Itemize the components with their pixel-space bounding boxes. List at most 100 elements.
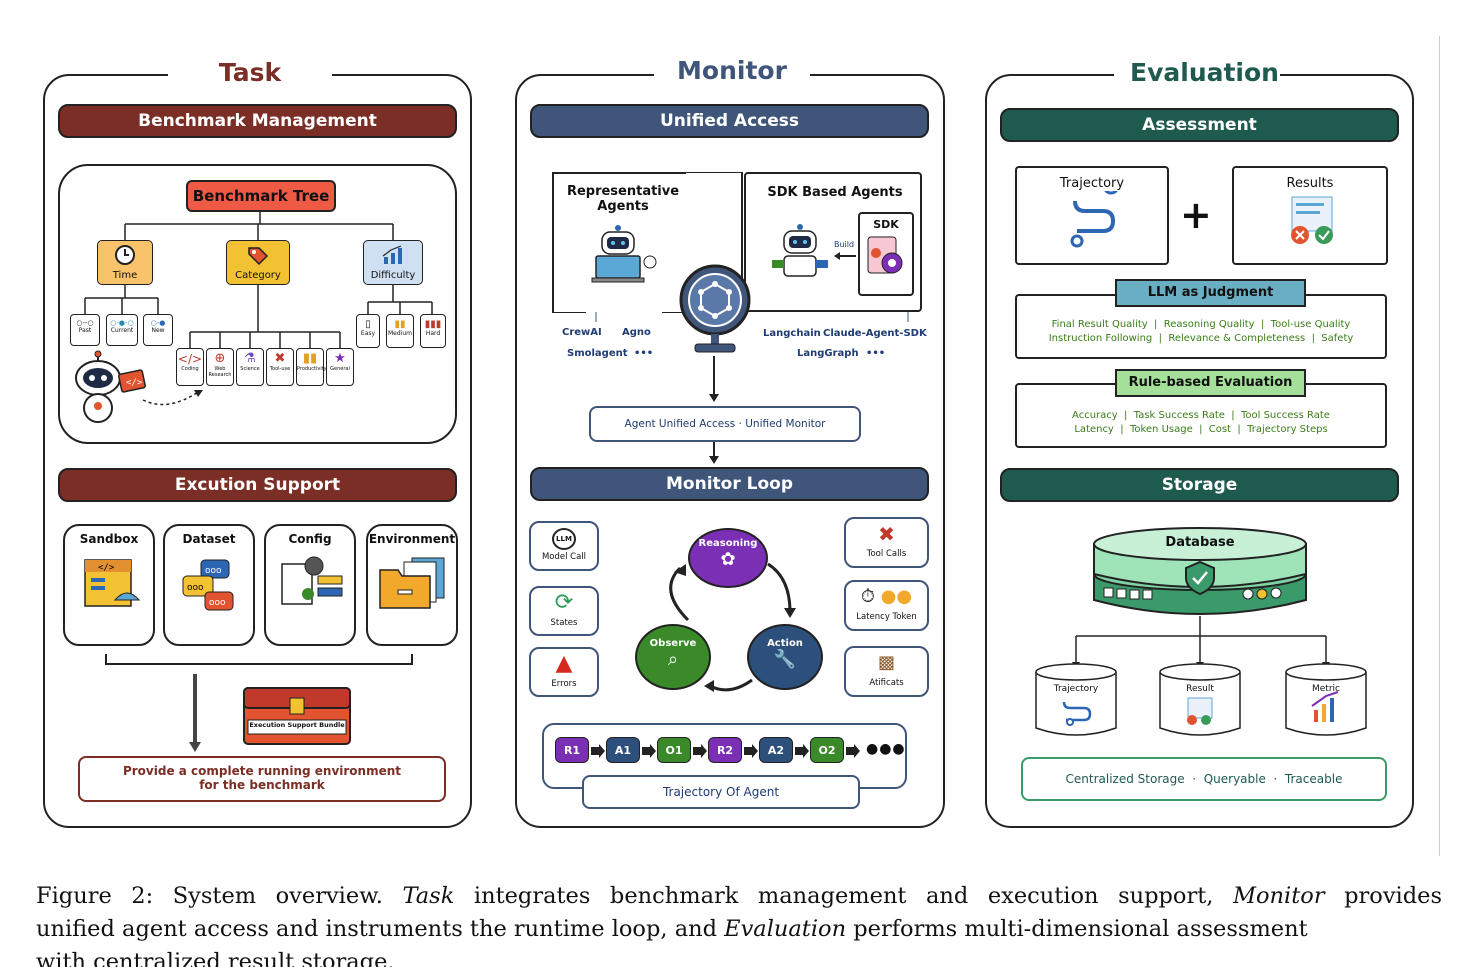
- artifacts-item: ▩ Atificats: [844, 646, 929, 697]
- page-edge-rule: [1439, 36, 1440, 856]
- build-arrow: [834, 252, 856, 260]
- difficulty-leaf-medium: ▮▮Medium: [386, 314, 414, 348]
- config-icon: [281, 556, 343, 605]
- time-leaf-current: ○-●-○Current: [106, 314, 138, 346]
- benchmark-tree-connectors: [84, 212, 433, 406]
- category-label: Category: [235, 270, 281, 281]
- wrench-icon: 🔧: [773, 649, 797, 670]
- trajectory-more: ●●●: [866, 741, 906, 757]
- model-call-item: LLM Model Call: [529, 521, 599, 571]
- store-result-label: Result: [1186, 684, 1214, 694]
- svg-text:</>: </>: [98, 563, 115, 573]
- agent-unified-access-box: Agent Unified Access · Unified Monitor: [589, 406, 861, 442]
- store-trajectory-label: Trajectory: [1053, 684, 1099, 694]
- evaluation-title: Evaluation: [1114, 58, 1280, 87]
- category-leaf-tool-use: ✖Tool-use: [266, 348, 294, 386]
- observe-node: Observe ⌕: [635, 624, 711, 690]
- trajectory-of-agent-label: Trajectory Of Agent: [582, 775, 860, 809]
- provide-line2: for the benchmark: [199, 778, 325, 792]
- sdk-agents-title: SDK Based Agents: [767, 185, 903, 200]
- folder-icon: [379, 557, 445, 609]
- plus-sign: +: [1180, 193, 1212, 237]
- figure-caption: Figure 2: System overview. Task integrat…: [36, 883, 1442, 967]
- svg-text:ooo: ooo: [209, 598, 226, 608]
- category-leaf-science: ⚗Science: [236, 348, 264, 386]
- provide-environment-box: Provide a complete running environment f…: [78, 756, 446, 802]
- category-node: Category: [226, 240, 290, 285]
- monitor-loop-arrows: [669, 562, 796, 692]
- route-icon: [1070, 177, 1120, 248]
- action-node: Action 🔧: [747, 624, 823, 690]
- reasoning-node: Reasoning ✿: [688, 528, 768, 588]
- svg-text:ooo: ooo: [187, 583, 204, 593]
- category-leaf-general: ★General: [326, 348, 354, 386]
- difficulty-leaf-hard: ▮▮▮Hard: [420, 314, 446, 348]
- stopwatch-coins-icon: ⏱ ●●: [860, 586, 913, 607]
- llm-icon: LLM: [552, 528, 576, 550]
- monitor-title: Monitor: [654, 56, 810, 85]
- llm-criteria-line1: Final Result Quality | Reasoning Quality…: [1051, 319, 1351, 330]
- time-label: Time: [112, 270, 138, 281]
- rule-criteria-line1: Accuracy | Task Success Rate | Tool Succ…: [1072, 410, 1330, 421]
- traj-chip-a1: A1: [606, 737, 640, 763]
- assessment-bar: Assessment: [1000, 108, 1399, 142]
- trajectory-arrows: [591, 744, 860, 758]
- support-sandbox: Sandbox </>: [63, 524, 155, 646]
- support-config: Config: [264, 524, 356, 646]
- benchmark-management-bar: Benchmark Management: [58, 104, 457, 138]
- rep-agent-smolagent: Smolagent: [567, 348, 628, 359]
- robot-laptop-icon: [591, 225, 657, 283]
- brain-icon: ✿: [720, 549, 736, 570]
- execution-support-bar: Excution Support: [58, 468, 457, 502]
- artifacts-icon: ▩: [877, 652, 895, 673]
- task-title: Task: [168, 58, 332, 87]
- bar-chart-icon: [382, 245, 402, 264]
- sdk-agent-langchain: Langchain: [763, 328, 821, 339]
- difficulty-node: Difficulty: [363, 240, 423, 285]
- tools-icon: ✖: [878, 522, 895, 546]
- sdk-box: SDK: [858, 212, 914, 296]
- difficulty-leaf-easy: ▯Easy: [356, 314, 380, 348]
- errors-item: ▲ Errors: [529, 647, 599, 697]
- rep-agent-more: •••: [634, 348, 654, 359]
- category-leaf-productivity: ▮▮Productivity: [296, 348, 327, 386]
- tag-icon: [248, 247, 269, 266]
- clock-icon: [115, 245, 135, 265]
- warning-icon: ▲: [555, 651, 573, 676]
- sdk-agent-more: •••: [866, 348, 886, 359]
- llm-judgment-label: LLM as Judgment: [1115, 279, 1306, 307]
- sandbox-icon: </>: [84, 559, 141, 607]
- category-leaf-web-research: ⊕Web Research: [206, 348, 234, 386]
- bundle-label: Execution Support Bundle: [249, 721, 345, 729]
- magnifier-chart-icon: ⌕: [667, 649, 679, 670]
- category-leaf-coding: </>Coding: [176, 348, 204, 386]
- hub-down-arrows: [709, 356, 719, 464]
- rep-agent-agno: Agno: [622, 327, 651, 338]
- llm-criteria-line2: Instruction Following | Relevance & Comp…: [1048, 333, 1354, 344]
- store-cylinders: [1035, 663, 1367, 736]
- provide-line1: Provide a complete running environment: [122, 764, 402, 778]
- rule-criteria-line2: Latency | Token Usage | Cost | Trajector…: [1074, 424, 1328, 435]
- storage-bar: Storage: [1000, 468, 1399, 502]
- database-icon: [1093, 527, 1307, 615]
- time-node: Time: [97, 240, 153, 285]
- latency-token-item: ⏱ ●● Latency Token: [844, 580, 929, 631]
- traj-chip-r2: R2: [708, 737, 742, 763]
- svg-text:</>: </>: [126, 378, 143, 388]
- states-item: ⟳ States: [529, 586, 599, 636]
- results-icon: [1291, 196, 1333, 244]
- results-card: Results: [1232, 166, 1388, 265]
- time-leaf-past: ○--○Past: [70, 314, 100, 346]
- support-environment: Environment: [366, 524, 458, 646]
- sdk-agent-langgraph: LangGraph: [797, 348, 859, 359]
- build-label: Build: [834, 240, 855, 249]
- benchmark-tree-node: Benchmark Tree: [186, 180, 336, 212]
- traj-chip-a2: A2: [759, 737, 793, 763]
- store-metric-label: Metric: [1312, 684, 1340, 694]
- refresh-icon: ⟳: [554, 590, 574, 615]
- sdk-agent-claude: Claude-Agent-SDK: [823, 328, 927, 339]
- toolbox-bundle-icon: [243, 687, 351, 745]
